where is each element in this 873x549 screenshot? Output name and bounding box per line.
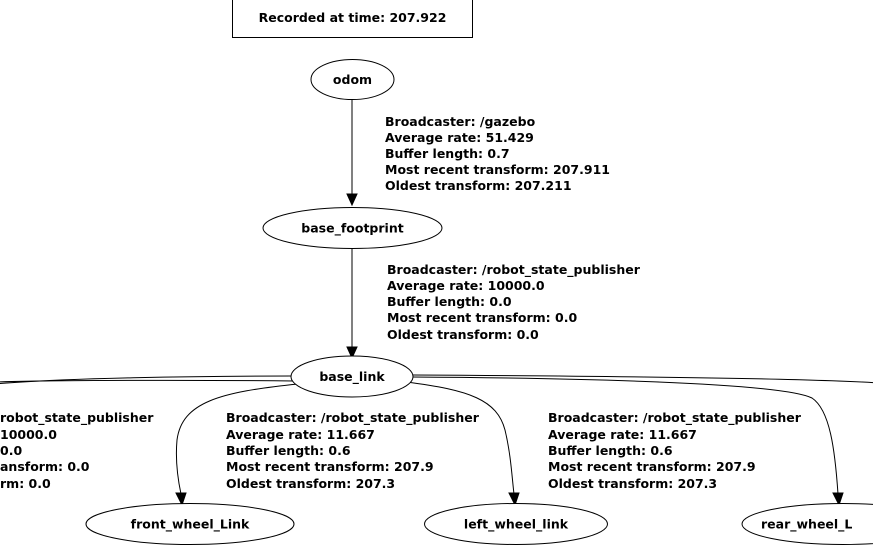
recorded-time-label: Recorded at time: 207.922 bbox=[259, 10, 447, 25]
average-rate-text: Average rate: 11.667 bbox=[226, 427, 375, 442]
average-rate-text: Average rate: 51.429 bbox=[385, 130, 534, 145]
edge-label-left-clipped: robot_state_publisher 10000.0 0.0 ansfor… bbox=[0, 410, 154, 491]
node-odom: odom bbox=[310, 59, 395, 100]
average-rate-text: Average rate: 10000.0 bbox=[387, 278, 545, 293]
broadcaster-text: Broadcaster: /gazebo bbox=[385, 114, 536, 129]
oldest-transform-text: Oldest transform: 207.3 bbox=[548, 476, 717, 491]
edge-label-odom-to-base-footprint: Broadcaster: /gazebo Average rate: 51.42… bbox=[385, 114, 610, 193]
edge-base-link-to-front-wheel bbox=[175, 383, 299, 507]
node-base-link: base_link bbox=[290, 355, 414, 398]
edge-base-link-to-rear-wheel bbox=[411, 374, 873, 507]
node-rear-wheel-label: rear_wheel_L bbox=[761, 517, 852, 533]
node-front-wheel-link: front_wheel_Link bbox=[85, 503, 295, 545]
broadcaster-text: Broadcaster: /robot_state_publisher bbox=[387, 262, 641, 278]
edge-label-base-link-to-left-wheel: Broadcaster: /robot_state_publisher Aver… bbox=[548, 410, 802, 491]
buffer-length-text: Buffer length: 0.7 bbox=[385, 146, 510, 161]
buffer-length-text: Buffer length: 0.6 bbox=[226, 443, 351, 458]
average-rate-text: 10000.0 bbox=[0, 427, 57, 442]
most-recent-transform-text: Most recent transform: 207.9 bbox=[226, 459, 434, 474]
average-rate-text: Average rate: 11.667 bbox=[548, 427, 697, 442]
broadcaster-text: Broadcaster: /robot_state_publisher bbox=[548, 410, 802, 426]
broadcaster-text: Broadcaster: /robot_state_publisher bbox=[226, 410, 480, 426]
buffer-length-text: Buffer length: 0.0 bbox=[387, 294, 512, 309]
node-base-footprint-label: base_footprint bbox=[301, 221, 403, 237]
node-base-footprint: base_footprint bbox=[262, 207, 443, 249]
node-left-wheel-link: left_wheel_link bbox=[424, 503, 608, 545]
oldest-transform-text: rm: 0.0 bbox=[0, 476, 51, 491]
node-front-wheel-label: front_wheel_Link bbox=[131, 517, 250, 533]
node-base-link-label: base_link bbox=[319, 369, 385, 385]
edge-base-link-to-left-offscreen bbox=[0, 375, 295, 385]
edge-odom-to-base-footprint bbox=[346, 100, 358, 207]
node-left-wheel-label: left_wheel_link bbox=[464, 517, 569, 533]
oldest-transform-text: Oldest transform: 207.3 bbox=[226, 476, 395, 491]
recorded-time-box: Recorded at time: 207.922 bbox=[232, 0, 473, 38]
node-odom-label: odom bbox=[333, 72, 372, 87]
most-recent-transform-text: Most recent transform: 207.911 bbox=[385, 162, 610, 177]
broadcaster-text: robot_state_publisher bbox=[0, 410, 154, 426]
edge-label-base-link-to-front-wheel: Broadcaster: /robot_state_publisher Aver… bbox=[226, 410, 480, 491]
most-recent-transform-text: Most recent transform: 0.0 bbox=[387, 310, 577, 325]
oldest-transform-text: Oldest transform: 207.211 bbox=[385, 178, 572, 193]
most-recent-transform-text: Most recent transform: 207.9 bbox=[548, 459, 756, 474]
oldest-transform-text: Oldest transform: 0.0 bbox=[387, 327, 539, 342]
node-rear-wheel-link: rear_wheel_L bbox=[741, 503, 873, 545]
buffer-length-text: 0.0 bbox=[0, 443, 22, 458]
buffer-length-text: Buffer length: 0.6 bbox=[548, 443, 673, 458]
most-recent-transform-text: ansform: 0.0 bbox=[0, 459, 90, 474]
edge-base-link-to-left-wheel bbox=[405, 381, 520, 507]
edge-base-footprint-to-base-link bbox=[346, 249, 358, 360]
edge-label-base-footprint-to-base-link: Broadcaster: /robot_state_publisher Aver… bbox=[387, 262, 641, 342]
